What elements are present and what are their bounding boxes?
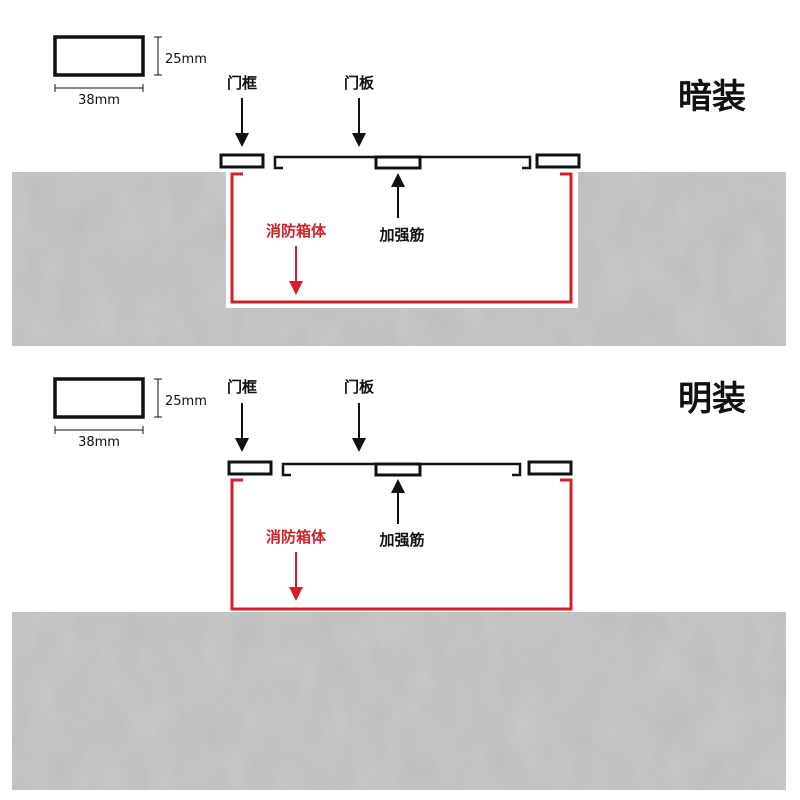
label-box-body: 消防箱体 bbox=[266, 222, 327, 240]
dimension-height: 25mm bbox=[165, 394, 207, 409]
door-frame-left bbox=[219, 153, 265, 169]
wall-recess bbox=[226, 170, 578, 308]
profile-legend: 25mm 38mm bbox=[53, 377, 207, 450]
fire-box-body bbox=[230, 478, 573, 611]
panel-title: 明装 bbox=[678, 379, 746, 419]
profile-legend: 25mm 38mm bbox=[53, 35, 207, 108]
label-door-panel: 门板 bbox=[344, 74, 375, 92]
label-door-panel: 门板 bbox=[344, 378, 375, 396]
profile-rect bbox=[53, 35, 145, 77]
door-frame-right bbox=[535, 153, 581, 169]
label-reinforcement: 加强筋 bbox=[378, 531, 424, 549]
reinforcement-rib bbox=[374, 462, 422, 477]
label-box-body: 消防箱体 bbox=[266, 528, 327, 546]
door-frame-left bbox=[227, 460, 273, 476]
label-reinforcement: 加强筋 bbox=[378, 226, 424, 244]
panel-recessed: 25mm 38mm 暗装 门框 门板 加强筋 消防箱体 bbox=[12, 35, 786, 346]
concrete-wall bbox=[12, 612, 786, 790]
label-door-frame: 门框 bbox=[227, 74, 257, 92]
profile-rect bbox=[53, 377, 145, 419]
fire-box-body bbox=[230, 172, 573, 304]
panel-surface: 25mm 38mm 明装 门框 门板 加强筋 消防箱体 bbox=[12, 377, 786, 790]
panel-title: 暗装 bbox=[678, 77, 746, 117]
dimension-width: 38mm bbox=[78, 435, 120, 450]
reinforcement-rib bbox=[374, 155, 422, 170]
dimension-height: 25mm bbox=[165, 52, 207, 67]
label-door-frame: 门框 bbox=[227, 378, 257, 396]
door-frame-right bbox=[527, 460, 573, 476]
dimension-width: 38mm bbox=[78, 93, 120, 108]
